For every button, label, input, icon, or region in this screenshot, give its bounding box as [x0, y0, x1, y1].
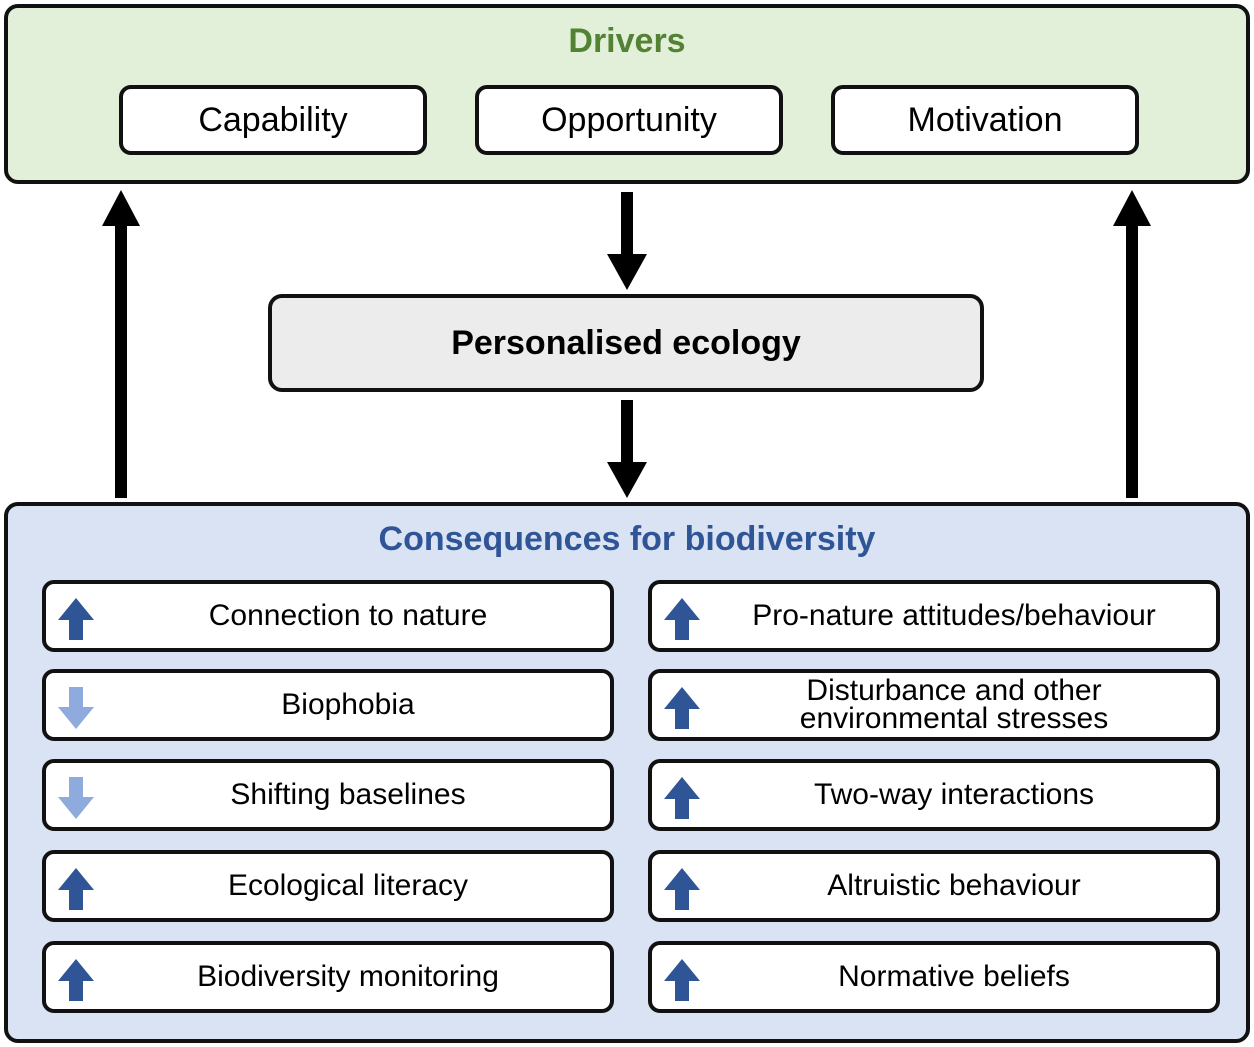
consequence-item: Biophobia [42, 669, 614, 741]
arrow-up-icon [56, 596, 96, 642]
consequence-label: Altruistic behaviour [827, 869, 1081, 902]
consequence-label: Ecological literacy [227, 869, 469, 902]
consequence-label: Biodiversity monitoring [197, 960, 499, 993]
drivers-panel: Drivers Capability Opportunity Motivatio… [4, 4, 1250, 184]
arrow-up-icon [56, 866, 96, 912]
consequence-item: Two-way interactions [648, 759, 1220, 831]
arrow-consequences-to-motivation [1113, 190, 1151, 498]
arrow-up-icon [662, 866, 702, 912]
consequence-label: Normative beliefs [838, 960, 1070, 993]
consequence-label: Shifting baselines [230, 778, 466, 811]
arrow-drivers-to-personalised-ecology [607, 192, 647, 290]
consequence-label: Biophobia [281, 688, 415, 721]
consequence-item: Disturbance and other environmental stre… [648, 669, 1220, 741]
arrow-up-icon [662, 957, 702, 1003]
arrow-up-icon [56, 957, 96, 1003]
arrow-up-icon [662, 596, 702, 642]
arrow-personalised-ecology-to-consequences [607, 400, 647, 498]
arrow-up-icon [662, 685, 702, 731]
consequence-item: Biodiversity monitoring [42, 941, 614, 1013]
arrow-up-icon [662, 775, 702, 821]
consequence-item: Connection to nature [42, 580, 614, 652]
drivers-title: Drivers [568, 22, 686, 60]
consequence-item: Normative beliefs [648, 941, 1220, 1013]
personalised-ecology-box: Personalised ecology [268, 294, 984, 392]
driver-opportunity: Opportunity [475, 85, 783, 155]
arrow-consequences-to-capability [102, 190, 140, 498]
consequence-label: Disturbance and other environmental stre… [799, 674, 1109, 735]
consequence-item: Altruistic behaviour [648, 850, 1220, 922]
arrow-down-icon [56, 775, 96, 821]
arrow-down-icon [56, 685, 96, 731]
driver-capability: Capability [119, 85, 427, 155]
consequences-panel: Consequences for biodiversity Connection… [4, 502, 1250, 1043]
consequence-item: Ecological literacy [42, 850, 614, 922]
driver-motivation: Motivation [831, 85, 1139, 155]
consequence-label: Connection to nature [208, 599, 488, 632]
consequence-item: Pro-nature attitudes/behaviour [648, 580, 1220, 652]
consequences-title: Consequences for biodiversity [378, 520, 876, 558]
consequence-label: Two-way interactions [813, 778, 1095, 811]
consequence-item: Shifting baselines [42, 759, 614, 831]
consequence-label: Pro-nature attitudes/behaviour [752, 599, 1156, 632]
